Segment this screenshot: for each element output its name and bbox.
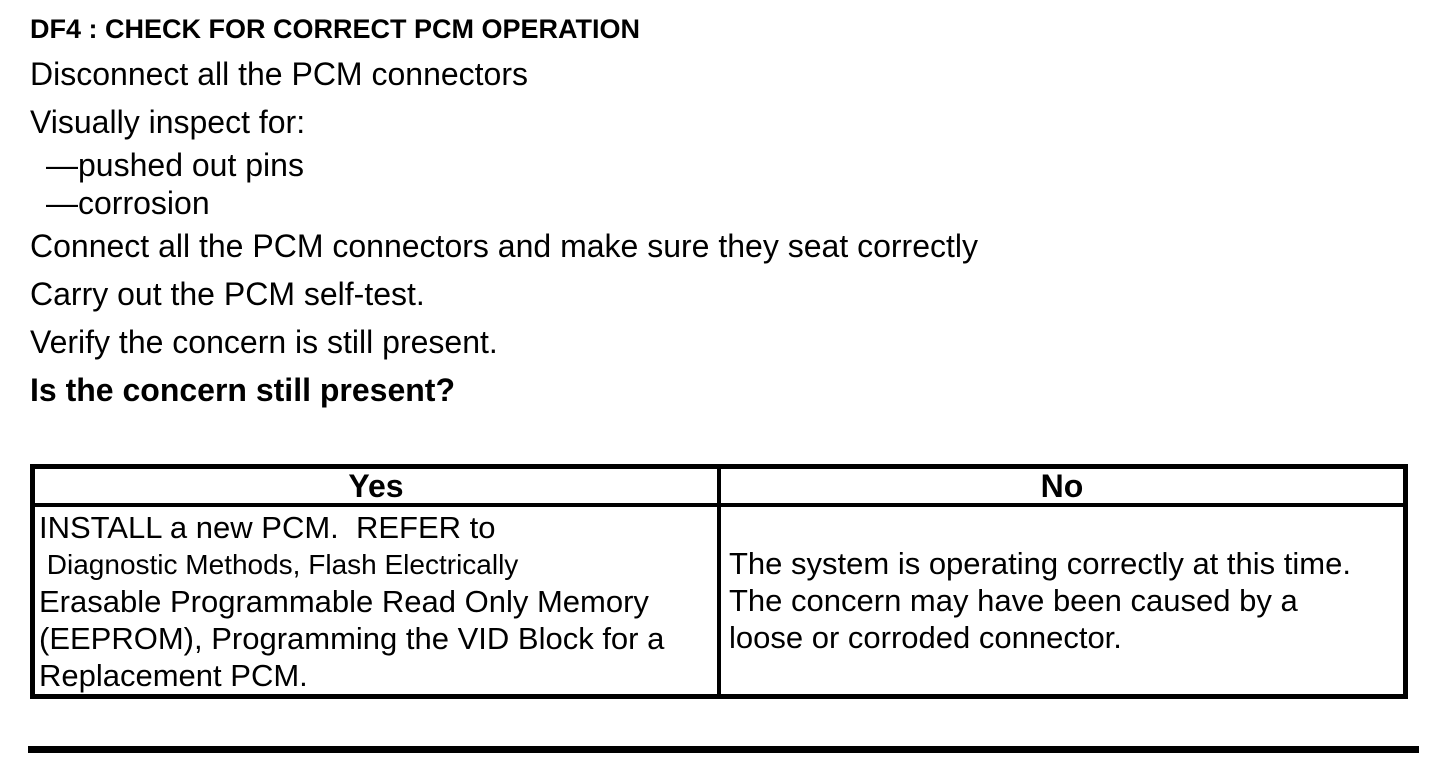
decision-question: Is the concern still present? xyxy=(30,372,455,408)
procedure-step-verify: Verify the concern is still present. xyxy=(30,324,498,360)
yes-action-line: Replacement PCM. xyxy=(39,658,308,693)
inspection-item-corrosion: —corrosion xyxy=(46,185,210,221)
decision-table-body-row: INSTALL a new PCM. REFER to Diagnostic M… xyxy=(30,503,1408,699)
no-column-header: No xyxy=(717,464,1408,507)
yes-action-cell: INSTALL a new PCM. REFER to Diagnostic M… xyxy=(30,503,721,699)
yes-action-line: Diagnostic Methods, Flash Electrically xyxy=(39,549,519,580)
yes-action-line: (EEPROM), Programming the VID Block for … xyxy=(39,621,665,656)
procedure-step-disconnect: Disconnect all the PCM connectors xyxy=(30,56,528,92)
yes-action-line: INSTALL a new PCM. REFER to xyxy=(39,510,496,545)
procedure-heading: DF4 : CHECK FOR CORRECT PCM OPERATION xyxy=(30,14,641,44)
decision-table-header-row: Yes No xyxy=(30,464,1408,507)
inspection-item-pushed-out-pins: —pushed out pins xyxy=(46,147,304,183)
procedure-step-inspect: Visually inspect for: xyxy=(30,104,306,140)
no-result-line: The concern may have been caused by a xyxy=(729,583,1298,618)
procedure-step-connect: Connect all the PCM connectors and make … xyxy=(30,228,978,264)
no-result-line: loose or corroded connector. xyxy=(729,620,1122,655)
no-result-cell: The system is operating correctly at thi… xyxy=(717,503,1408,699)
document-page: DF4 : CHECK FOR CORRECT PCM OPERATION Di… xyxy=(28,14,1419,753)
page-divider-rule xyxy=(28,746,1419,753)
yes-column-header: Yes xyxy=(30,464,721,507)
no-result-line: The system is operating correctly at thi… xyxy=(729,546,1351,581)
decision-table: Yes No INSTALL a new PCM. REFER to Diagn… xyxy=(30,464,1408,699)
procedure-step-self-test: Carry out the PCM self-test. xyxy=(30,276,425,312)
yes-action-line: Erasable Programmable Read Only Memory xyxy=(39,584,649,619)
